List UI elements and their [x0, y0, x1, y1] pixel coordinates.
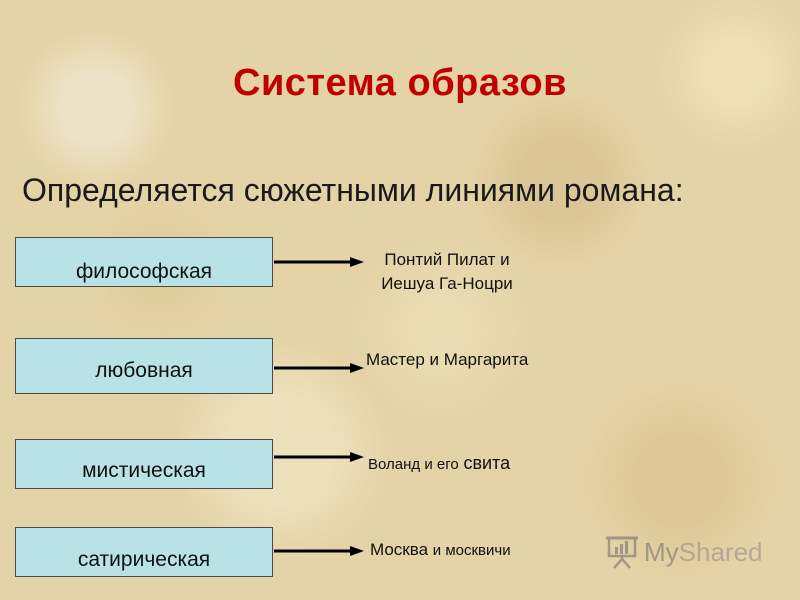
- slide-subtitle: Определяется сюжетными линиями романа:: [22, 172, 684, 208]
- presentation-board-icon: [606, 536, 638, 569]
- plotline-target: Воланд и его свита: [368, 451, 510, 477]
- plotline-box-love: любовная: [15, 338, 273, 394]
- arrow-icon: [274, 546, 364, 556]
- plotline-box-mystical: мистическая: [15, 439, 273, 489]
- target-part: и москвичи: [432, 542, 511, 559]
- arrow-icon: [274, 363, 364, 373]
- arrow-icon: [274, 452, 364, 462]
- plotline-label: сатирическая: [77, 548, 211, 571]
- plotline-target: Москва и москвичи: [370, 538, 511, 563]
- myshared-watermark: MyShared: [606, 534, 763, 570]
- target-part: свита: [463, 453, 511, 473]
- plotline-label: мистическая: [82, 459, 206, 482]
- target-line: Иешуа Га-Ноцри: [381, 274, 513, 293]
- target-line: Понтий Пилат и: [384, 250, 510, 269]
- watermark-text: MyShared: [644, 536, 763, 567]
- arrow-icon: [274, 257, 364, 267]
- plotline-label: философская: [75, 260, 213, 283]
- plotline-target: Понтий Пилат и Иешуа Га-Ноцри: [362, 248, 532, 296]
- target-part: Воланд и его: [368, 456, 459, 473]
- plotline-label: любовная: [95, 359, 193, 382]
- plotline-box-satirical: сатирическая: [15, 527, 273, 577]
- plotline-box-philosophical: философская: [15, 237, 273, 287]
- plotline-target: Мастер и Маргарита: [366, 350, 529, 369]
- slide-title: Система образов: [233, 62, 567, 104]
- target-part: Москва: [370, 540, 429, 559]
